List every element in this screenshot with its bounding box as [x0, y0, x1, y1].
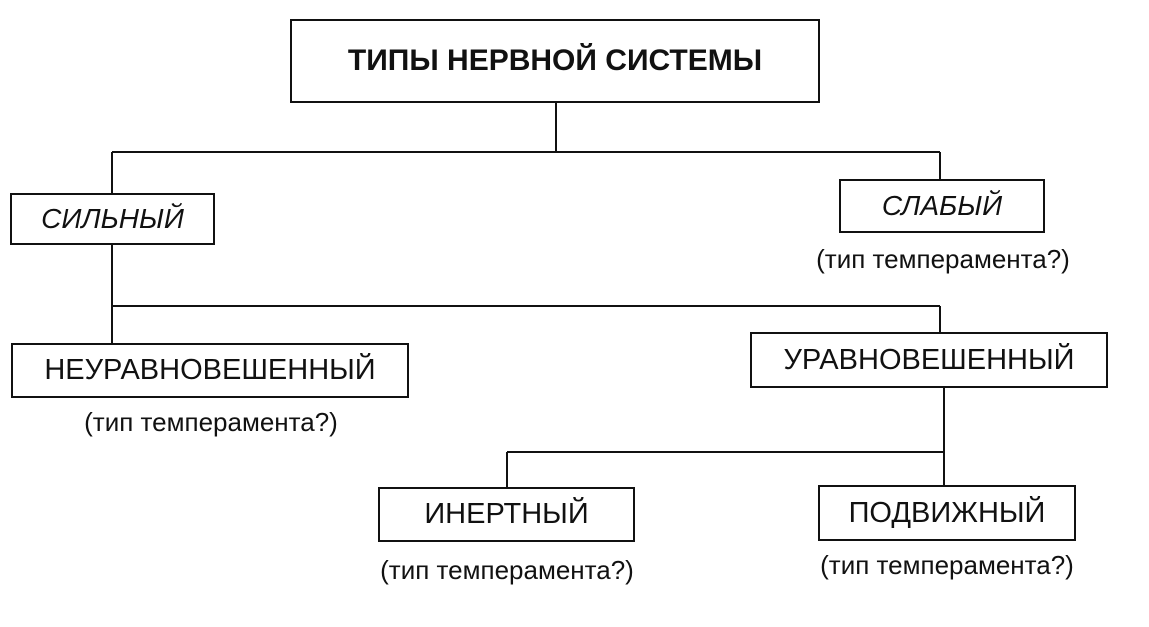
mobile-node-label: ПОДВИЖНЫЙ — [848, 496, 1046, 529]
mobile-node: ПОДВИЖНЫЙ — [818, 485, 1076, 541]
inert-node: ИНЕРТНЫЙ — [378, 487, 635, 542]
unbalanced-node-note: (тип темперамента?) — [84, 407, 338, 437]
balanced-node-label: УРАВНОВЕШЕННЫЙ — [783, 343, 1075, 376]
root-node: ТИПЫ НЕРВНОЙ СИСТЕМЫ — [290, 19, 820, 103]
weak-node-note: (тип темперамента?) — [816, 244, 1070, 274]
unbalanced-node-label: НЕУРАВНОВЕШЕННЫЙ — [44, 354, 376, 386]
mobile-node-note: (тип темперамента?) — [820, 550, 1074, 580]
strong-node: СИЛЬНЫЙ — [10, 193, 215, 245]
strong-node-label: СИЛЬНЫЙ — [41, 203, 184, 234]
weak-node: СЛАБЫЙ — [839, 179, 1045, 233]
unbalanced-node: НЕУРАВНОВЕШЕННЫЙ — [11, 343, 409, 398]
root-node-label: ТИПЫ НЕРВНОЙ СИСТЕМЫ — [347, 44, 763, 77]
balanced-node: УРАВНОВЕШЕННЫЙ — [750, 332, 1108, 388]
inert-node-note: (тип темперамента?) — [380, 555, 634, 585]
inert-node-label: ИНЕРТНЫЙ — [424, 498, 589, 530]
weak-node-label: СЛАБЫЙ — [881, 190, 1003, 221]
